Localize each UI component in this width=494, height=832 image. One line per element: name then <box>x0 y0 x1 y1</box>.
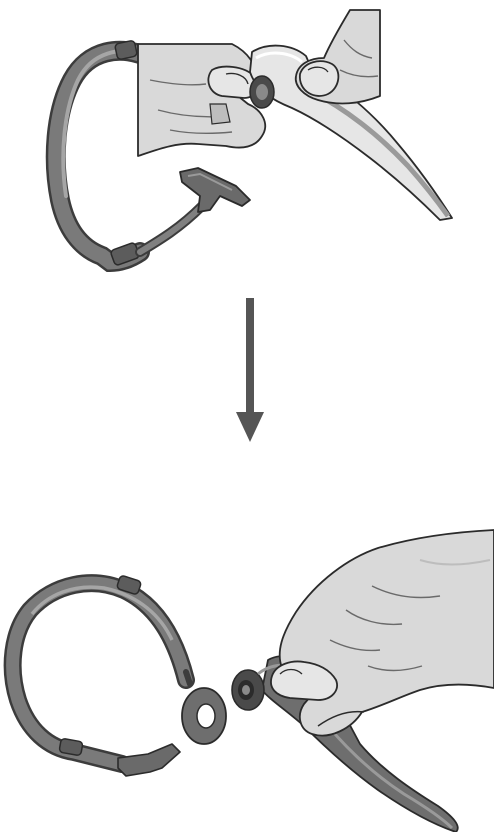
step-1-illustration <box>56 10 452 266</box>
headband-t-pad <box>180 168 250 212</box>
right-hand-top <box>296 10 380 103</box>
headband-bottom <box>13 575 226 776</box>
step-2-illustration <box>13 530 494 832</box>
down-arrow-icon <box>236 298 264 442</box>
left-hand-top <box>138 44 265 156</box>
right-hand-bottom <box>271 530 494 736</box>
